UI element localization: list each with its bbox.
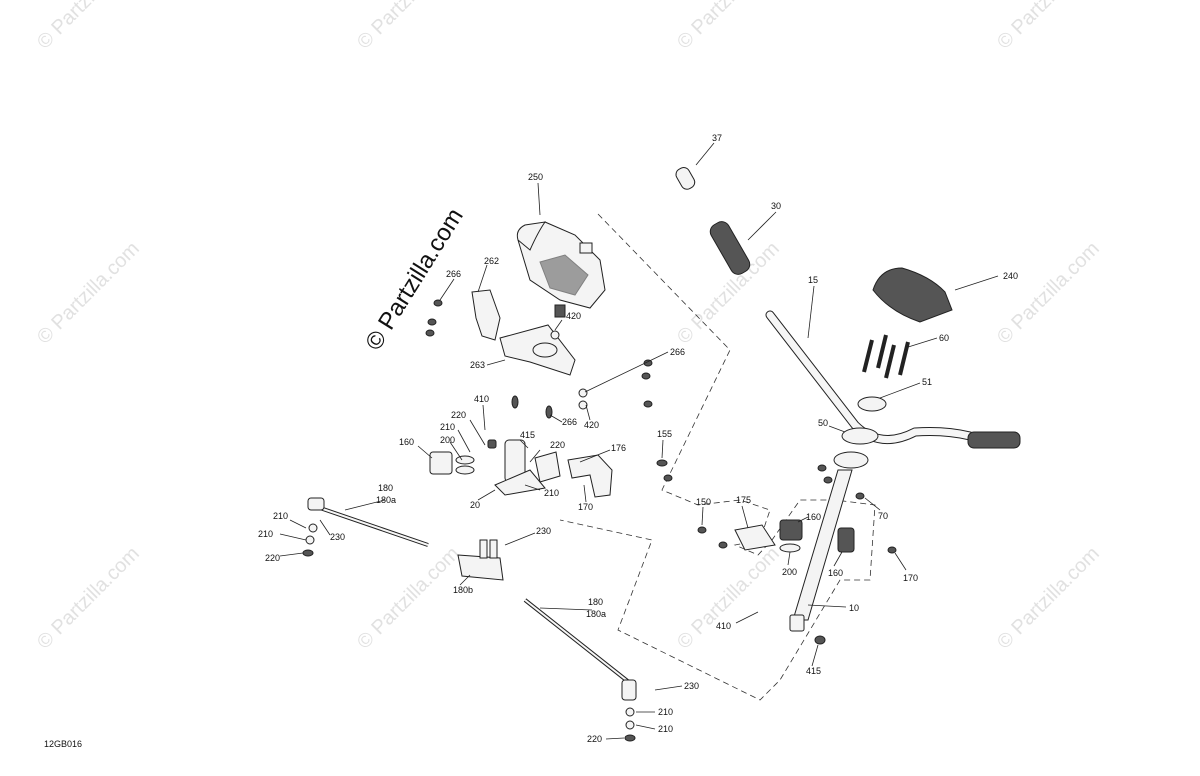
watermark: © Partzilla.com [673, 543, 784, 654]
watermark: © Partzilla.com [353, 543, 464, 654]
callout-410: 410 [474, 394, 489, 404]
callout-415: 415 [806, 666, 821, 676]
callout-20: 20 [470, 500, 480, 510]
callout-266: 266 [446, 269, 461, 279]
watermark: © Partzilla.com [993, 0, 1104, 54]
callout-200: 200 [782, 567, 797, 577]
callout-180a: 180a [376, 495, 396, 505]
callout-210: 210 [273, 511, 288, 521]
bracket-175 [734, 524, 776, 551]
watermark: © Partzilla.com [993, 238, 1104, 349]
callout-263: 263 [470, 360, 485, 370]
callout-220: 220 [451, 410, 466, 420]
tie-rod-left [302, 497, 429, 557]
callout-210: 210 [544, 488, 559, 498]
callout-70: 70 [878, 511, 888, 521]
steering-column-10 [789, 451, 869, 645]
callout-170: 170 [578, 502, 593, 512]
power-steering-unit [516, 221, 606, 318]
watermark: © Partzilla.com [33, 543, 144, 654]
watermark: © Partzilla.com [33, 238, 144, 349]
watermark: © Partzilla.com [353, 0, 464, 54]
callout-176: 176 [611, 443, 626, 453]
callout-180b: 180b [453, 585, 473, 595]
callout-230: 230 [684, 681, 699, 691]
callout-250: 250 [528, 172, 543, 182]
callout-230: 230 [536, 526, 551, 536]
cap-51 [857, 396, 887, 412]
callout-180: 180 [378, 483, 393, 493]
cover-240 [872, 267, 953, 323]
callout-200: 200 [440, 435, 455, 445]
bracket-262 [471, 289, 501, 341]
leader-lines [279, 142, 999, 740]
callout-220: 220 [587, 734, 602, 744]
callout-180: 180 [588, 597, 603, 607]
bracket-176 [567, 454, 613, 498]
callout-170: 170 [903, 573, 918, 583]
callout-210: 210 [658, 707, 673, 717]
watermark: © Partzilla.com [673, 0, 784, 54]
callout-240: 240 [1003, 271, 1018, 281]
steering-arm-20 [487, 439, 561, 496]
callout-175: 175 [736, 495, 751, 505]
callout-210: 210 [440, 422, 455, 432]
grip-right [967, 431, 1021, 449]
watermark: © Partzilla.com [993, 543, 1104, 654]
grip-30 [709, 221, 751, 275]
callout-210: 210 [658, 724, 673, 734]
callout-220: 220 [550, 440, 565, 450]
callout-266: 266 [562, 417, 577, 427]
diagram-code: 12GB016 [44, 739, 82, 749]
callout-420: 420 [584, 420, 599, 430]
callout-30: 30 [771, 201, 781, 211]
bushing-160-right [837, 527, 855, 553]
clamp-bolts-60 [862, 334, 910, 379]
callout-410: 410 [716, 621, 731, 631]
callout-10: 10 [849, 603, 859, 613]
callout-150: 150 [696, 497, 711, 507]
callout-37: 37 [712, 133, 722, 143]
watermark-grid: © Partzilla.com © Partzilla.com © Partzi… [33, 0, 1104, 654]
callout-220: 220 [265, 553, 280, 563]
callout-51: 51 [922, 377, 932, 387]
callout-50: 50 [818, 418, 828, 428]
tie-rod-right [523, 598, 637, 742]
callout-210: 210 [258, 529, 273, 539]
callout-labels: 37 30 250 15 240 262 266 420 60 263 266 … [258, 133, 1018, 744]
cap-50 [841, 427, 879, 445]
callout-160: 160 [828, 568, 843, 578]
callout-160: 160 [399, 437, 414, 447]
callout-60: 60 [939, 333, 949, 343]
bushing-160 [429, 451, 453, 475]
watermark-main: © Partzilla.com [360, 204, 469, 355]
callout-15: 15 [808, 275, 818, 285]
callout-230: 230 [330, 532, 345, 542]
watermark: © Partzilla.com [33, 0, 144, 54]
center-link-180b [457, 539, 504, 581]
callout-180a: 180a [586, 609, 606, 619]
end-cap-37 [675, 167, 696, 190]
callout-266: 266 [670, 347, 685, 357]
callout-415: 415 [520, 430, 535, 440]
callout-420: 420 [566, 311, 581, 321]
callout-262: 262 [484, 256, 499, 266]
callout-155: 155 [657, 429, 672, 439]
callout-160: 160 [806, 512, 821, 522]
